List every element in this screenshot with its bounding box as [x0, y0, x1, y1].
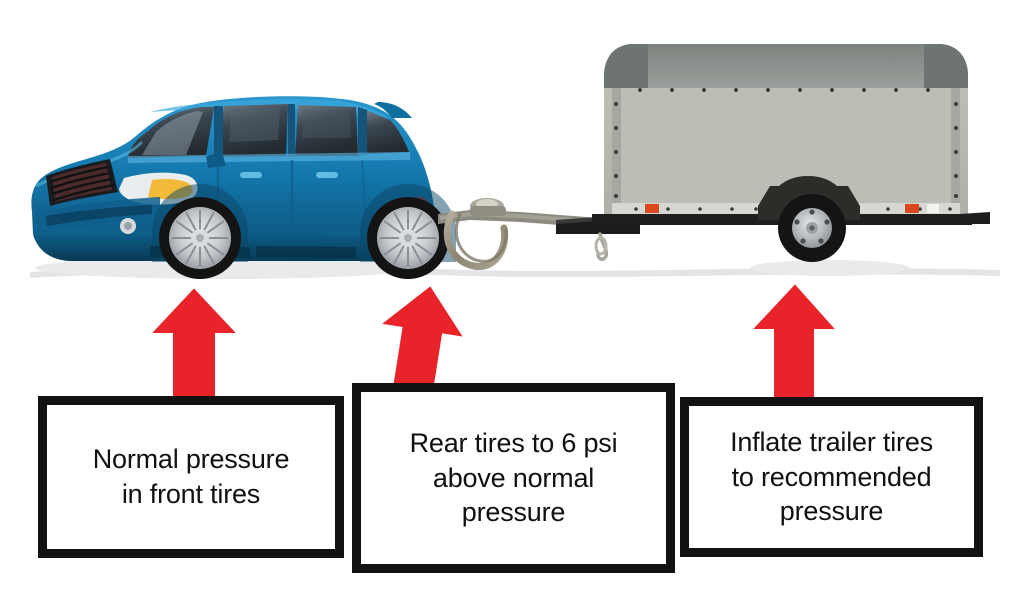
callout-rear-tires-text: Rear tires to 6 psi above normal pressur…: [409, 428, 618, 528]
callout-front-tires: Normal pressure in front tires: [38, 396, 344, 558]
car-grille: [46, 159, 118, 206]
car-front-wheel: [159, 197, 241, 279]
callout-arrows: [147, 281, 840, 401]
arrow-trailer-tires-icon: [748, 281, 840, 401]
trailer-wheel: [778, 194, 846, 262]
car-blue-pt-cruiser: [31, 96, 456, 279]
arrow-front-tires-icon: [147, 285, 241, 401]
ground-shadow: [30, 257, 1000, 279]
trailer-trim-rivets: [634, 207, 952, 211]
cargo-trailer: [592, 44, 990, 262]
car-rear-wheel: [367, 197, 449, 279]
callout-rear-tires: Rear tires to 6 psi above normal pressur…: [352, 383, 675, 573]
trailer-reflector-right: [905, 204, 919, 213]
callout-trailer-tires-text: Inflate trailer tires to recommended pre…: [730, 427, 933, 527]
trailer-rivets-left: [614, 102, 618, 198]
trailer-rivets-right: [954, 102, 958, 198]
callout-trailer-tires: Inflate trailer tires to recommended pre…: [680, 397, 983, 557]
callout-front-tires-text: Normal pressure in front tires: [92, 444, 290, 509]
trailer-reflector-left: [645, 204, 659, 213]
trailer-rivets-top: [638, 88, 930, 92]
